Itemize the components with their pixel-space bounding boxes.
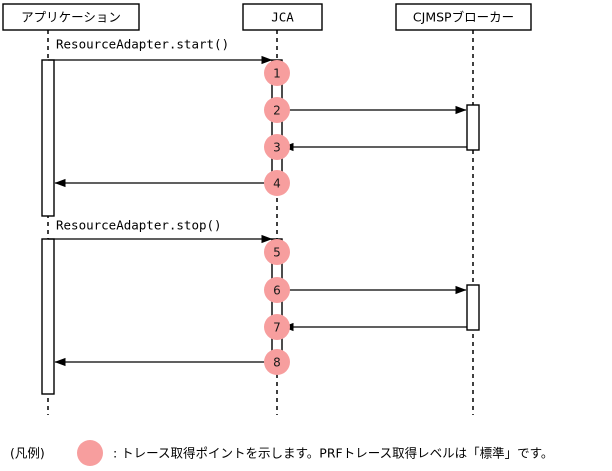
trace-point-6[interactable]: 6 bbox=[264, 277, 290, 303]
trace-point-circle-icon bbox=[264, 60, 290, 86]
trace-point-circle-icon bbox=[264, 349, 290, 375]
message-label-stop: ResourceAdapter.stop() bbox=[56, 218, 222, 233]
trace-point-4[interactable]: 4 bbox=[264, 170, 290, 196]
trace-point-circle-icon bbox=[264, 314, 290, 340]
message-labels: ResourceAdapter.start() ResourceAdapter.… bbox=[56, 37, 229, 233]
trace-points: 1 2 3 4 5 6 7 bbox=[264, 60, 290, 375]
participant-label-application: アプリケーション bbox=[21, 10, 121, 25]
trace-point-number: 8 bbox=[273, 356, 281, 370]
trace-point-circle-icon bbox=[264, 170, 290, 196]
trace-point-circle-icon bbox=[264, 134, 290, 160]
participant-box-jca[interactable] bbox=[242, 3, 323, 31]
activation-application-start bbox=[41, 59, 55, 217]
activation-application-stop bbox=[41, 238, 55, 395]
trace-point-number: 1 bbox=[273, 67, 281, 81]
activation-broker-stop bbox=[466, 284, 480, 331]
legend-description: : トレース取得ポイントを示します。PRFトレース取得レベルは「標準」です。 bbox=[113, 446, 553, 461]
legend-trace-point-circle-icon bbox=[77, 440, 103, 466]
trace-point-8[interactable]: 8 bbox=[264, 349, 290, 375]
trace-point-number: 5 bbox=[273, 246, 281, 260]
trace-point-circle-icon bbox=[264, 277, 290, 303]
trace-point-circle-icon bbox=[264, 97, 290, 123]
participant-label-cjmsp-broker: CJMSPブローカー bbox=[413, 10, 514, 25]
trace-point-number: 2 bbox=[273, 104, 281, 118]
trace-point-7[interactable]: 7 bbox=[264, 314, 290, 340]
legend-prefix-label: (凡例) bbox=[10, 446, 45, 461]
trace-point-3[interactable]: 3 bbox=[264, 134, 290, 160]
activation-broker-start bbox=[466, 104, 480, 151]
trace-point-number: 3 bbox=[273, 141, 281, 155]
participant-headers: アプリケーション JCA CJMSPブローカー bbox=[2, 3, 532, 31]
trace-point-5[interactable]: 5 bbox=[264, 239, 290, 265]
trace-point-number: 7 bbox=[273, 321, 281, 335]
participant-label-jca: JCA bbox=[271, 10, 294, 25]
trace-point-number: 4 bbox=[273, 177, 281, 191]
message-arrows bbox=[48, 55, 467, 367]
trace-point-1[interactable]: 1 bbox=[264, 60, 290, 86]
message-label-start: ResourceAdapter.start() bbox=[56, 37, 229, 52]
legend: (凡例) : トレース取得ポイントを示します。PRFトレース取得レベルは「標準」… bbox=[10, 440, 553, 466]
participant-box-cjmsp-broker[interactable] bbox=[395, 3, 532, 31]
trace-point-circle-icon bbox=[264, 239, 290, 265]
trace-point-number: 6 bbox=[273, 284, 281, 298]
trace-point-2[interactable]: 2 bbox=[264, 97, 290, 123]
participant-box-application[interactable] bbox=[2, 3, 140, 31]
